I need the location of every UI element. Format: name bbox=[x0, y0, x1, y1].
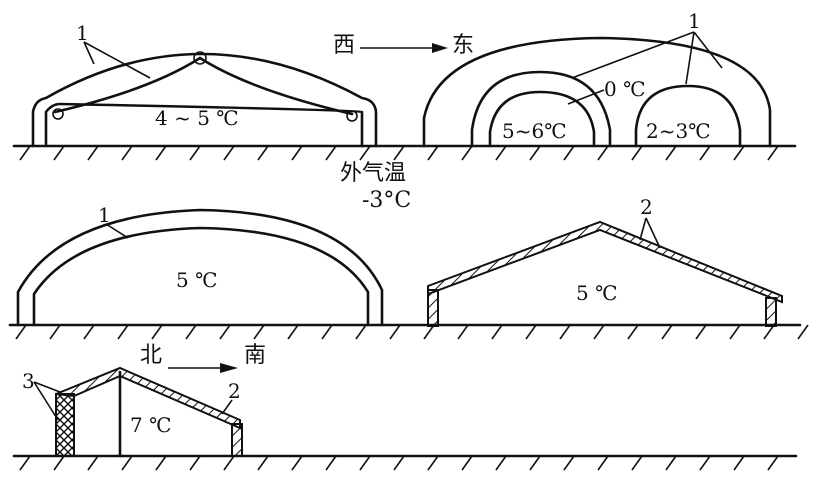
arrow-south-icon bbox=[220, 363, 238, 373]
temp-multi-outer: 0 ℃ bbox=[604, 77, 645, 101]
label-1-arch: 1 bbox=[98, 203, 111, 227]
ground-hatching bbox=[15, 145, 809, 471]
pulley-icon bbox=[52, 108, 64, 120]
outside-temp-value: -3°C bbox=[362, 188, 411, 213]
multi-layer-tunnel bbox=[422, 36, 772, 148]
temp-double-arch: 5 ℃ bbox=[176, 268, 217, 292]
lean-to-greenhouse bbox=[55, 366, 243, 458]
temp-gable-house: 5 ℃ bbox=[576, 281, 617, 305]
label-3: 3 bbox=[22, 369, 35, 393]
temp-lean-to: 7 ℃ bbox=[130, 413, 171, 437]
label-1-left: 1 bbox=[76, 21, 89, 45]
label-2-gable: 2 bbox=[640, 195, 653, 219]
pulley-icon bbox=[346, 110, 358, 122]
single-tunnel-with-curtain bbox=[31, 51, 378, 148]
direction-east: 东 bbox=[452, 33, 474, 58]
label-1-right: 1 bbox=[688, 9, 701, 33]
double-film-arch bbox=[16, 208, 384, 327]
outside-temp-label: 外气温 bbox=[340, 161, 406, 186]
temp-single-tunnel: 4 ~ 5 ℃ bbox=[155, 106, 239, 130]
temp-multi-left: 5~6℃ bbox=[502, 119, 567, 143]
label-2-lean-to: 2 bbox=[228, 379, 241, 403]
arrow-east-icon bbox=[432, 43, 448, 53]
direction-south: 南 bbox=[244, 343, 266, 368]
direction-north: 北 bbox=[140, 343, 162, 368]
pulley-icon bbox=[193, 51, 207, 65]
direction-west: 西 bbox=[333, 33, 355, 58]
temp-multi-right: 2~3℃ bbox=[646, 119, 711, 143]
gable-greenhouse bbox=[427, 220, 783, 327]
